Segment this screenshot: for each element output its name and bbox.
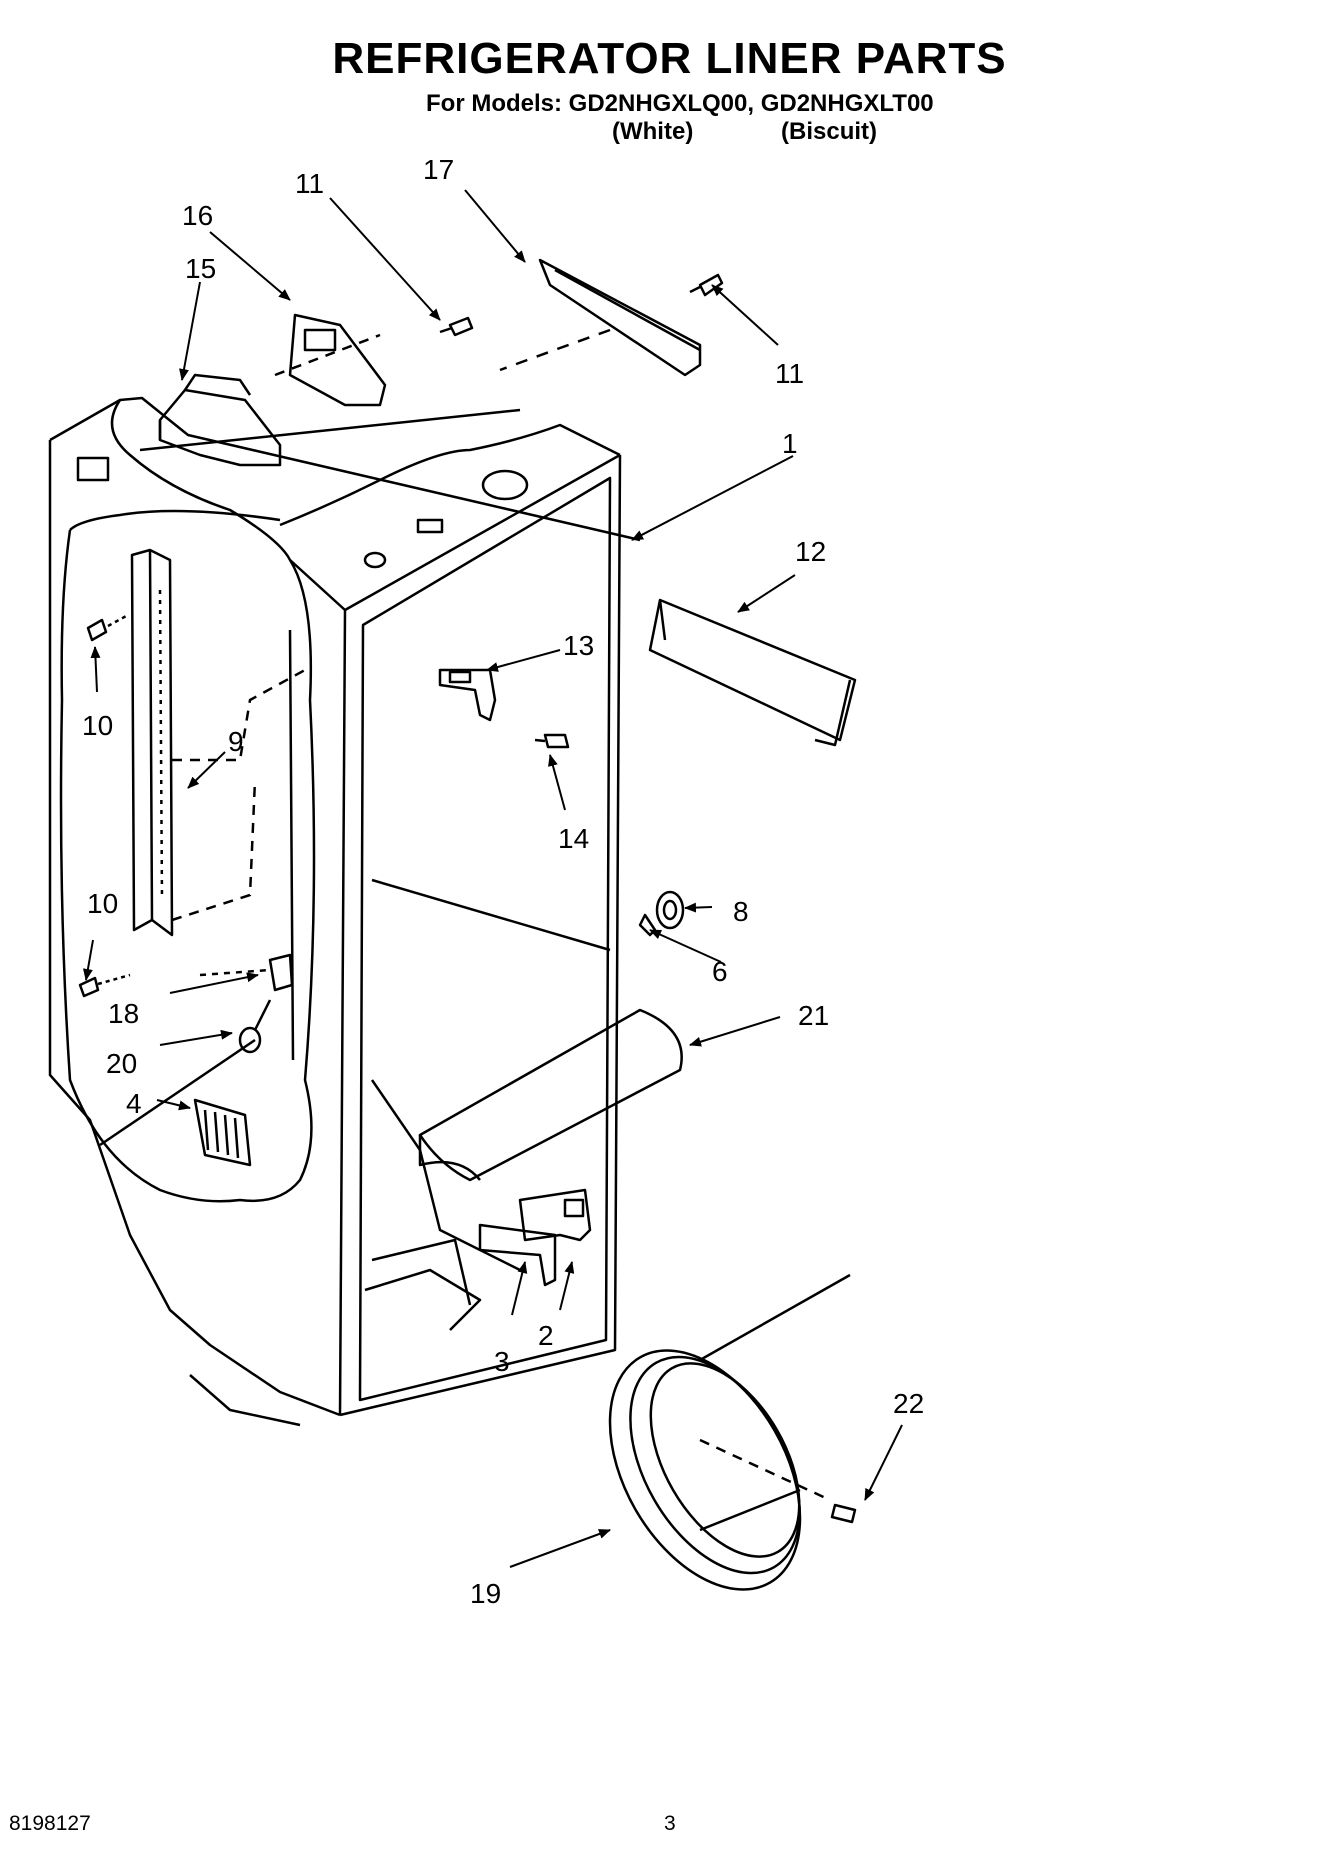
part-18-light-socket (199, 953, 294, 992)
callout-13: 13 (563, 630, 595, 661)
callout-22: 22 (893, 1388, 925, 1419)
callout-12: 12 (795, 536, 827, 567)
part-11-screw-top-right (689, 273, 724, 297)
part-11-screw-top-left (439, 316, 474, 337)
part-12-side-trim (648, 598, 857, 747)
callout-16: 16 (182, 200, 214, 231)
callout-20: 20 (106, 1048, 138, 1079)
callout-14: 14 (558, 823, 590, 854)
part-14-screw (534, 733, 570, 749)
part-4-grille (193, 1098, 252, 1167)
part-19-water-tube (608, 1273, 851, 1591)
callout-11-right: 11 (775, 358, 805, 389)
document-number: 8198127 (9, 1812, 91, 1835)
callout-4: 4 (126, 1088, 142, 1119)
part-8-bushing (655, 890, 685, 930)
callout-3: 3 (494, 1346, 510, 1377)
callout-2: 2 (538, 1320, 554, 1351)
part-2-bracket (518, 1188, 592, 1242)
part-10-screw-upper (86, 613, 129, 642)
callout-8: 8 (733, 896, 749, 927)
part-3-bracket (478, 1223, 557, 1287)
part-20-light-bulb (238, 999, 272, 1054)
callout-17: 17 (423, 154, 455, 185)
part-22-screw (830, 1503, 857, 1524)
page-title: REFRIGERATOR LINER PARTS (332, 34, 1007, 83)
variant-biscuit: (Biscuit) (781, 118, 877, 145)
part-21-cover (418, 1008, 683, 1182)
callout-9: 9 (228, 726, 244, 757)
callout-6: 6 (712, 956, 728, 987)
page-number: 3 (664, 1812, 676, 1835)
models-line: For Models: GD2NHGXLQ00, GD2NHGXLT00 (426, 90, 934, 117)
callout-21: 21 (798, 1000, 830, 1031)
callout-19: 19 (470, 1578, 502, 1609)
callout-18: 18 (108, 998, 140, 1029)
part-15-control-housing (158, 373, 282, 467)
variant-white: (White) (612, 118, 694, 145)
callout-10-lower: 10 (87, 888, 119, 919)
callout-11-top-left: 11 (295, 168, 325, 199)
part-9-shelf-rail (130, 548, 306, 937)
part-17-top-trim (499, 258, 702, 377)
liner-body (48, 396, 641, 1427)
part-13-bracket (438, 668, 497, 722)
callout-15: 15 (185, 253, 217, 284)
callout-10-upper: 10 (82, 710, 114, 741)
callout-1: 1 (782, 428, 798, 459)
leader-lines (82, 189, 903, 1568)
part-16-bracket (274, 313, 387, 407)
part-10-screw-lower (78, 973, 131, 998)
